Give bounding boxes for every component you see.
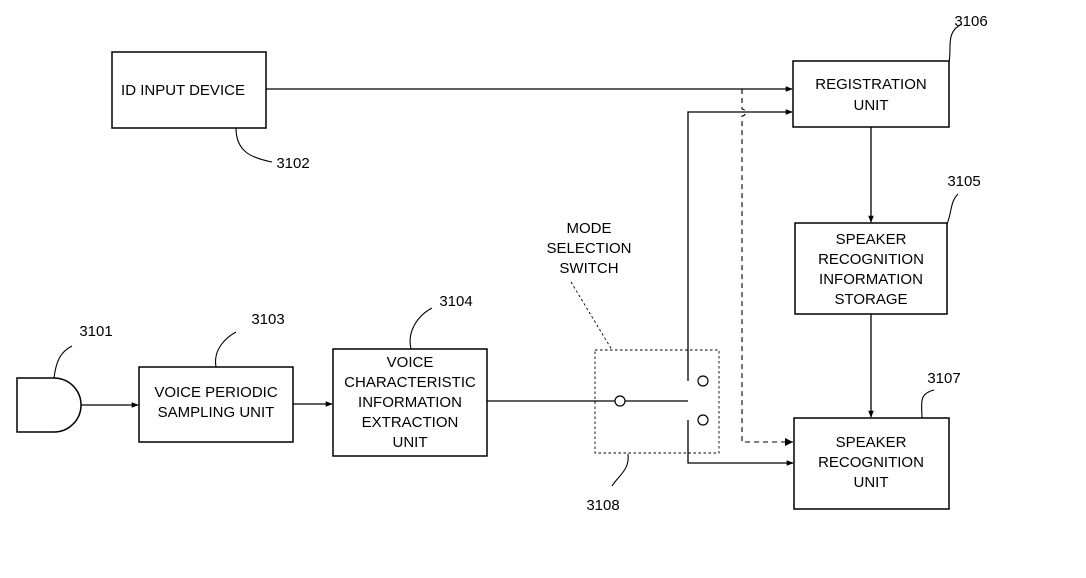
ref-3104: 3104	[439, 293, 472, 310]
registration-unit-label-line2: UNIT	[854, 97, 889, 114]
extraction-unit-label-line1: VOICE	[387, 354, 434, 371]
registration-unit-label-line1: REGISTRATION	[815, 76, 926, 93]
speaker-recognition-unit-label-line3: UNIT	[854, 474, 889, 491]
switch-recognition-terminal	[697, 414, 709, 426]
extraction-unit-block: VOICE CHARACTERISTIC INFORMATION EXTRACT…	[332, 348, 488, 457]
extraction-unit-label-line4: EXTRACTION	[362, 414, 459, 431]
ref-3103-leader	[214, 331, 237, 368]
ref-3101-leader	[53, 345, 73, 379]
extraction-unit-label-line2: CHARACTERISTIC	[344, 374, 476, 391]
mode-switch-label-line3: SWITCH	[559, 260, 618, 277]
connector-id-to-recognition-dashed	[741, 89, 793, 443]
ref-3105: 3105	[947, 173, 980, 190]
ref-3105-leader	[946, 193, 959, 225]
connector-id-to-recognition-arrowhead	[785, 438, 793, 446]
sampling-unit-label-line2: SAMPLING UNIT	[158, 404, 275, 421]
voice-periodic-sampling-unit-block: VOICE PERIODIC SAMPLING UNIT	[138, 366, 294, 443]
speaker-recognition-unit-label-line1: SPEAKER	[836, 434, 907, 451]
ref-3103: 3103	[251, 311, 284, 328]
speaker-recognition-unit-block: SPEAKER RECOGNITION UNIT	[793, 417, 950, 510]
ref-3108: 3108	[586, 497, 619, 514]
speaker-recognition-information-storage-block: SPEAKER RECOGNITION INFORMATION STORAGE	[794, 222, 948, 315]
speaker-recognition-unit-label-line2: RECOGNITION	[818, 454, 924, 471]
ref-3107-leader	[921, 389, 935, 419]
mode-switch-label-line1: MODE	[567, 220, 612, 237]
mode-switch-label-line2: SELECTION	[546, 240, 631, 257]
extraction-unit-label-line3: INFORMATION	[358, 394, 462, 411]
mode-switch-label-leader	[570, 281, 613, 351]
storage-label-line4: STORAGE	[834, 291, 907, 308]
ref-3108-leader	[611, 453, 629, 487]
connector-switch-to-recognition	[687, 420, 794, 466]
ref-3107: 3107	[927, 370, 960, 387]
registration-unit-box	[792, 60, 950, 128]
ref-3106-leader	[948, 23, 963, 63]
id-input-device-box	[111, 51, 267, 129]
ref-3102-leader	[235, 127, 273, 163]
id-input-device-block: ID INPUT DEVICE	[111, 51, 267, 129]
switch-registration-terminal	[697, 375, 709, 387]
connector-switch-to-registration	[687, 109, 793, 381]
ref-3106: 3106	[954, 13, 987, 30]
id-input-device-label: ID INPUT DEVICE	[121, 82, 245, 99]
ref-3102: 3102	[276, 155, 309, 172]
storage-label-line2: RECOGNITION	[818, 251, 924, 268]
ref-3101: 3101	[79, 323, 112, 340]
switch-input-terminal	[614, 395, 626, 407]
extraction-unit-label-line5: UNIT	[393, 434, 428, 451]
speaker-recognition-unit-box	[793, 417, 950, 510]
ref-3104-leader	[409, 307, 433, 350]
storage-box	[794, 222, 948, 315]
sampling-unit-label-line1: VOICE PERIODIC	[154, 384, 278, 401]
microphone-symbol	[16, 377, 82, 433]
storage-label-line1: SPEAKER	[836, 231, 907, 248]
registration-unit-block: REGISTRATION UNIT	[792, 60, 950, 128]
extraction-unit-box	[332, 348, 488, 457]
storage-label-line3: INFORMATION	[819, 271, 923, 288]
